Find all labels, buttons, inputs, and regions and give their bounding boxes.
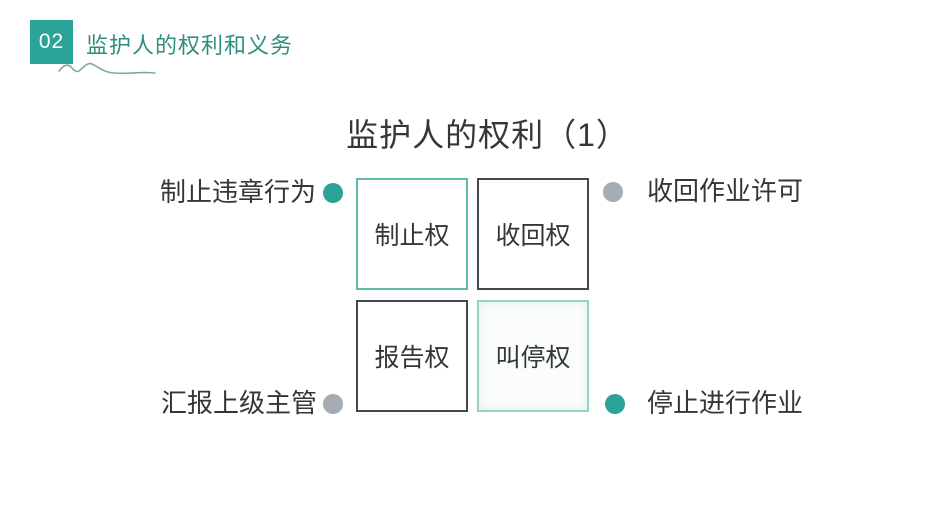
right-box-label: 叫停权: [495, 344, 571, 372]
section-number-badge: 02: [30, 20, 73, 64]
gray-dot-icon: [323, 393, 343, 414]
slide-title: 监护人的权利（1）: [346, 117, 629, 153]
right-box-label: 收回权: [495, 222, 571, 250]
right-box-jiaotingquan: 叫停权: [477, 300, 589, 412]
squiggle-underline-icon: [58, 62, 156, 75]
callout-top-right: 收回作业许可: [603, 178, 803, 205]
right-box-label: 制止权: [374, 222, 450, 250]
teal-dot-icon: [605, 393, 625, 414]
callout-text: 停止进行作业: [647, 388, 804, 418]
right-box-shouhuiquan: 收回权: [477, 178, 589, 290]
callout-top-left: 制止违章行为: [160, 179, 343, 206]
right-box-zhizhiquan: 制止权: [356, 178, 468, 290]
callout-text: 制止违章行为: [159, 177, 316, 207]
callout-bottom-right: 停止进行作业: [605, 390, 803, 417]
rights-grid: 制止权 收回权 报告权 叫停权: [356, 178, 589, 412]
teal-dot-icon: [323, 182, 343, 203]
callout-text: 汇报上级主管: [160, 388, 317, 418]
section-number: 02: [38, 30, 65, 53]
right-box-baogaoquan: 报告权: [356, 300, 468, 412]
right-box-label: 报告权: [374, 344, 450, 372]
section-title: 监护人的权利和义务: [86, 33, 294, 58]
callout-text: 收回作业许可: [647, 176, 804, 206]
callout-bottom-left: 汇报上级主管: [161, 390, 343, 417]
gray-dot-icon: [603, 181, 623, 202]
